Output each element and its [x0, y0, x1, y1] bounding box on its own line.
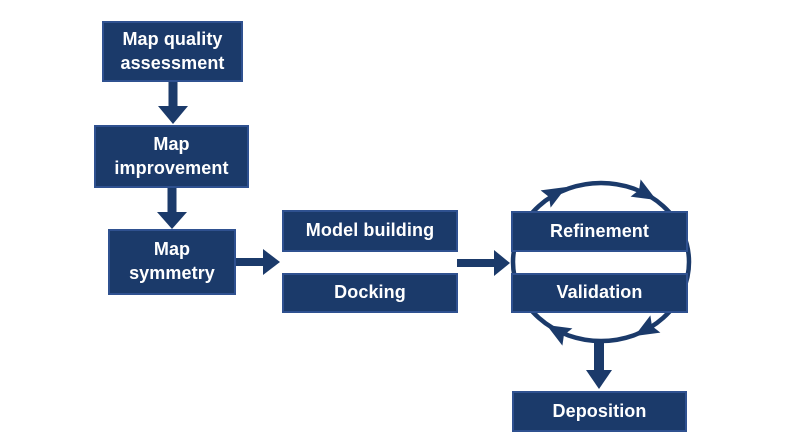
arrow-map-symmetry-to-model-building: [234, 249, 280, 275]
arrowhead-right-icon: [263, 249, 280, 275]
node-refinement: Refinement: [511, 211, 688, 252]
node-deposition: Deposition: [512, 391, 687, 432]
node-docking: Docking: [282, 273, 458, 313]
node-map-symmetry: Map symmetry: [108, 229, 236, 295]
arrowhead-down-icon: [157, 212, 187, 229]
node-label: Docking: [334, 282, 406, 303]
arrowhead-right-icon: [494, 250, 510, 276]
node-label: Map improvement: [114, 133, 229, 178]
arrow-cycle-to-deposition: [586, 340, 612, 389]
node-label: Map quality assessment: [120, 28, 225, 73]
cycle-arrowhead-bottom-left-icon: [546, 325, 573, 346]
refinement-validation-cycle: [510, 179, 692, 346]
node-model-building: Model building: [282, 210, 458, 252]
cycle-arrowhead-top-left-icon: [540, 187, 567, 208]
node-validation: Validation: [511, 273, 688, 313]
cycle-arrowhead-top-right-icon: [630, 179, 657, 200]
node-label: Validation: [556, 282, 643, 303]
arrow-model-building-to-refinement: [457, 250, 510, 276]
node-label: Refinement: [549, 220, 649, 241]
arrowhead-down-icon: [158, 106, 188, 124]
arrow-map-improvement-to-map-symmetry: [157, 187, 187, 229]
node-map-improvement: Map improvement: [94, 125, 249, 188]
arrowhead-down-icon: [586, 370, 612, 389]
node-label: Model building: [305, 220, 435, 241]
cycle-ellipse: [510, 180, 692, 344]
cycle-arrowhead-bottom-right-icon: [634, 315, 661, 336]
node-label: Deposition: [552, 400, 647, 421]
node-label: Map symmetry: [129, 239, 215, 283]
arrow-map-quality-to-map-improvement: [158, 81, 188, 124]
node-map-quality-assessment: Map quality assessment: [102, 21, 243, 82]
